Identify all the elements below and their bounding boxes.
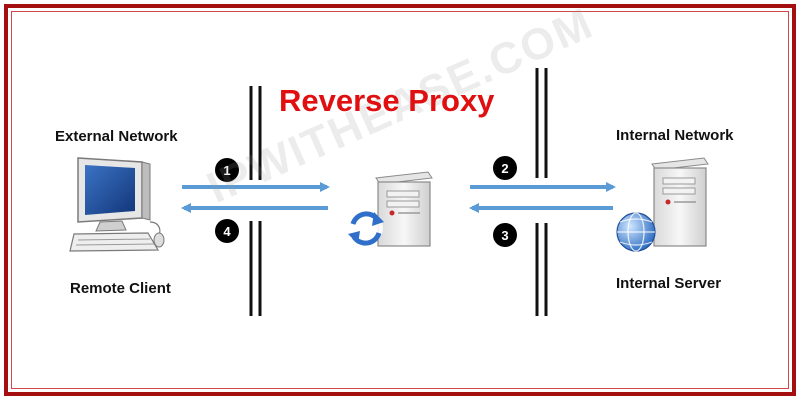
step-badge-1: 1 [215, 158, 239, 182]
remote-client-label: Remote Client [70, 280, 171, 297]
left-firewall [249, 86, 262, 316]
proxy-server-icon [348, 171, 433, 247]
internal-server-label: Internal Server [616, 275, 722, 292]
svg-text:2: 2 [501, 161, 508, 176]
internal-network-label: Internal Network [616, 127, 734, 144]
step-badge-4: 4 [215, 219, 239, 243]
desktop-computer-icon [69, 157, 165, 252]
step-badge-3: 3 [493, 223, 517, 247]
svg-text:3: 3 [501, 228, 508, 243]
step-badge-2: 2 [493, 156, 517, 180]
right-firewall [535, 68, 548, 316]
svg-text:1: 1 [223, 163, 230, 178]
sync-arrows-icon [348, 211, 384, 246]
diagram-title: Reverse Proxy [279, 83, 495, 118]
web-server-icon [616, 157, 709, 252]
frame-inner-border [11, 11, 789, 389]
external-network-label: External Network [55, 128, 178, 145]
svg-text:4: 4 [223, 224, 231, 239]
globe-icon [616, 212, 656, 252]
